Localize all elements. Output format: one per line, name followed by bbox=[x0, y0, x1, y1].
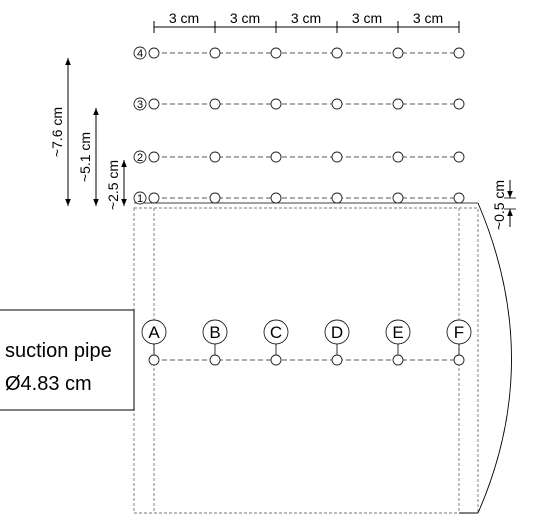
spacing-dimension-group: 3 cm 3 cm 3 cm 3 cm 3 cm bbox=[153, 10, 460, 33]
measurement-rows: 4 3 2 1 bbox=[133, 46, 465, 205]
column-label: D bbox=[331, 323, 343, 342]
column-label: E bbox=[392, 323, 403, 342]
measurement-point bbox=[331, 98, 343, 110]
height-label-row4: ~7.6 cm bbox=[49, 107, 65, 157]
lower-measurement-point bbox=[392, 354, 404, 366]
measurement-point bbox=[209, 98, 221, 110]
measurement-point bbox=[270, 47, 282, 59]
row-number-badge bbox=[133, 46, 147, 60]
gap-dimension-group: ~0.5 cm bbox=[491, 180, 516, 230]
column-marker-D: D bbox=[324, 319, 350, 366]
column-label: C bbox=[270, 323, 282, 342]
spacing-label-4: 3 cm bbox=[352, 10, 382, 26]
measurement-point bbox=[453, 98, 465, 110]
suction-pipe-label: suction pipe bbox=[5, 340, 112, 362]
curved-side-wall bbox=[477, 202, 512, 514]
measurement-point bbox=[392, 47, 404, 59]
column-label: A bbox=[148, 323, 160, 342]
height-dimension-group: ~7.6 cm ~5.1 cm ~2.5 cm bbox=[49, 58, 127, 210]
measurement-point bbox=[270, 151, 282, 163]
measurement-point bbox=[331, 192, 343, 204]
row-number-label: 1 bbox=[137, 193, 143, 205]
column-label: B bbox=[209, 323, 220, 342]
measurement-point bbox=[148, 151, 160, 163]
measurement-point bbox=[209, 192, 221, 204]
lower-measurement-point bbox=[270, 354, 282, 366]
row-number-badge bbox=[133, 150, 147, 164]
row-number-badge bbox=[133, 97, 147, 111]
measurement-point bbox=[453, 192, 465, 204]
row-number-badge bbox=[133, 191, 147, 205]
measurement-point bbox=[392, 151, 404, 163]
lower-measurement-point bbox=[148, 354, 160, 366]
measurement-row-1: 1 bbox=[133, 191, 465, 205]
height-label-row2: ~2.5 cm bbox=[105, 160, 121, 210]
spacing-label-1: 3 cm bbox=[169, 10, 199, 26]
column-marker-E: E bbox=[385, 319, 411, 366]
measurement-row-3: 3 bbox=[133, 97, 465, 111]
column-marker-C: C bbox=[263, 319, 289, 366]
measurement-row-4: 4 bbox=[133, 46, 465, 60]
measurement-point bbox=[453, 151, 465, 163]
measurement-point bbox=[331, 47, 343, 59]
measurement-point bbox=[331, 151, 343, 163]
lower-measurement-point bbox=[209, 354, 221, 366]
column-marker-F: F bbox=[446, 319, 472, 366]
measurement-point bbox=[270, 98, 282, 110]
gap-label: ~0.5 cm bbox=[491, 180, 507, 230]
tank-outline bbox=[133, 207, 479, 514]
spacing-label-3: 3 cm bbox=[291, 10, 321, 26]
column-marker-A: A bbox=[141, 319, 167, 366]
lower-measurement-point bbox=[331, 354, 343, 366]
measurement-point bbox=[209, 47, 221, 59]
column-label: F bbox=[454, 323, 464, 342]
measurement-point bbox=[453, 47, 465, 59]
column-marker-B: B bbox=[202, 319, 228, 366]
suction-pipe-diameter: Ø4.83 cm bbox=[5, 373, 92, 395]
row-number-label: 4 bbox=[137, 48, 143, 60]
row-number-label: 3 bbox=[137, 99, 143, 111]
measurement-point bbox=[148, 47, 160, 59]
measurement-point bbox=[392, 98, 404, 110]
measurement-point bbox=[209, 151, 221, 163]
measurement-point bbox=[270, 192, 282, 204]
suction-pipe-outline bbox=[0, 309, 135, 411]
spacing-label-2: 3 cm bbox=[230, 10, 260, 26]
measurement-row-2: 2 bbox=[133, 150, 465, 164]
measurement-point bbox=[148, 192, 160, 204]
height-label-row3: ~5.1 cm bbox=[77, 132, 93, 182]
row-number-label: 2 bbox=[137, 152, 143, 164]
spacing-label-5: 3 cm bbox=[413, 10, 443, 26]
measurement-point bbox=[148, 98, 160, 110]
lower-measurement-point bbox=[453, 354, 465, 366]
measurement-point bbox=[392, 192, 404, 204]
column-markers: A B C D E F bbox=[141, 319, 472, 366]
